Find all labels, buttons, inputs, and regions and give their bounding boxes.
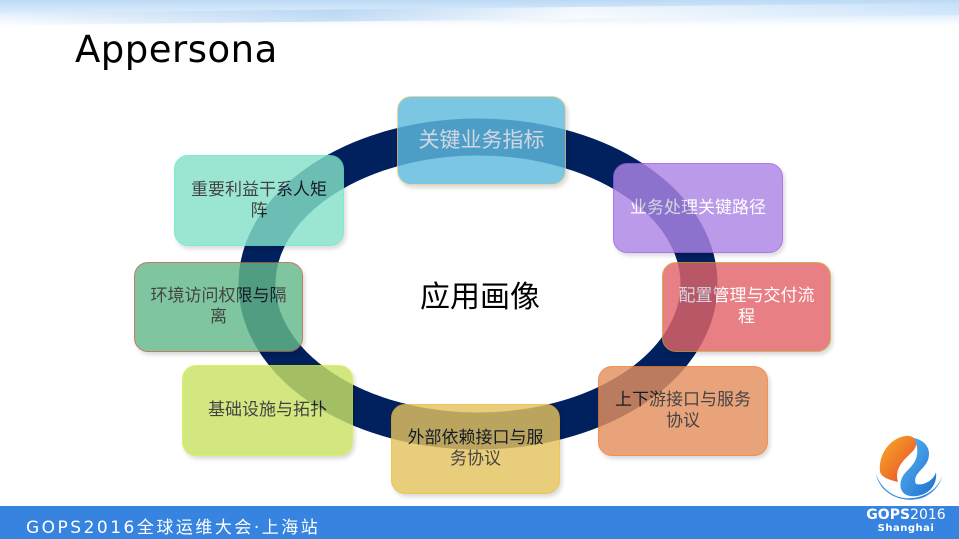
logo-brand: GOPS: [866, 507, 911, 523]
node-env-access: 环境访问权限与隔离: [134, 262, 303, 352]
node-label: 重要利益干系人矩阵: [191, 179, 327, 221]
top-banner: [0, 0, 959, 26]
node-label: 外部依赖接口与服务协议: [407, 428, 544, 469]
node-infrastructure: 基础设施与拓扑: [182, 365, 353, 456]
logo-city: Shanghai: [877, 523, 935, 534]
node-label: 业务处理关键路径: [630, 197, 766, 218]
node-upstream-downstream: 上下游接口与服务协议: [598, 366, 768, 456]
logo-year: 2016: [910, 507, 946, 523]
node-config-delivery: 配置管理与交付流程: [662, 262, 831, 352]
center-label: 应用画像: [420, 280, 540, 315]
node-key-business-metrics: 关键业务指标: [397, 96, 566, 185]
node-external-deps: 外部依赖接口与服务协议: [391, 404, 560, 494]
node-label: 上下游接口与服务协议: [615, 390, 751, 431]
node-label: 基础设施与拓扑: [208, 400, 327, 420]
node-label: 环境访问权限与隔离: [150, 286, 287, 327]
footer-text: GOPS2016全球运维大会·上海站: [26, 518, 321, 538]
node-label: 配置管理与交付流程: [678, 286, 815, 327]
gops-logo-text: GOPS2016 Shanghai: [863, 508, 949, 535]
slide-title: Appersona: [75, 28, 278, 71]
node-label: 关键业务指标: [418, 128, 545, 152]
footer-bar: GOPS2016全球运维大会·上海站: [0, 506, 959, 539]
node-critical-path: 业务处理关键路径: [613, 163, 783, 253]
gops-logo-icon: [876, 435, 942, 500]
node-stakeholders: 重要利益干系人矩阵: [174, 155, 344, 246]
